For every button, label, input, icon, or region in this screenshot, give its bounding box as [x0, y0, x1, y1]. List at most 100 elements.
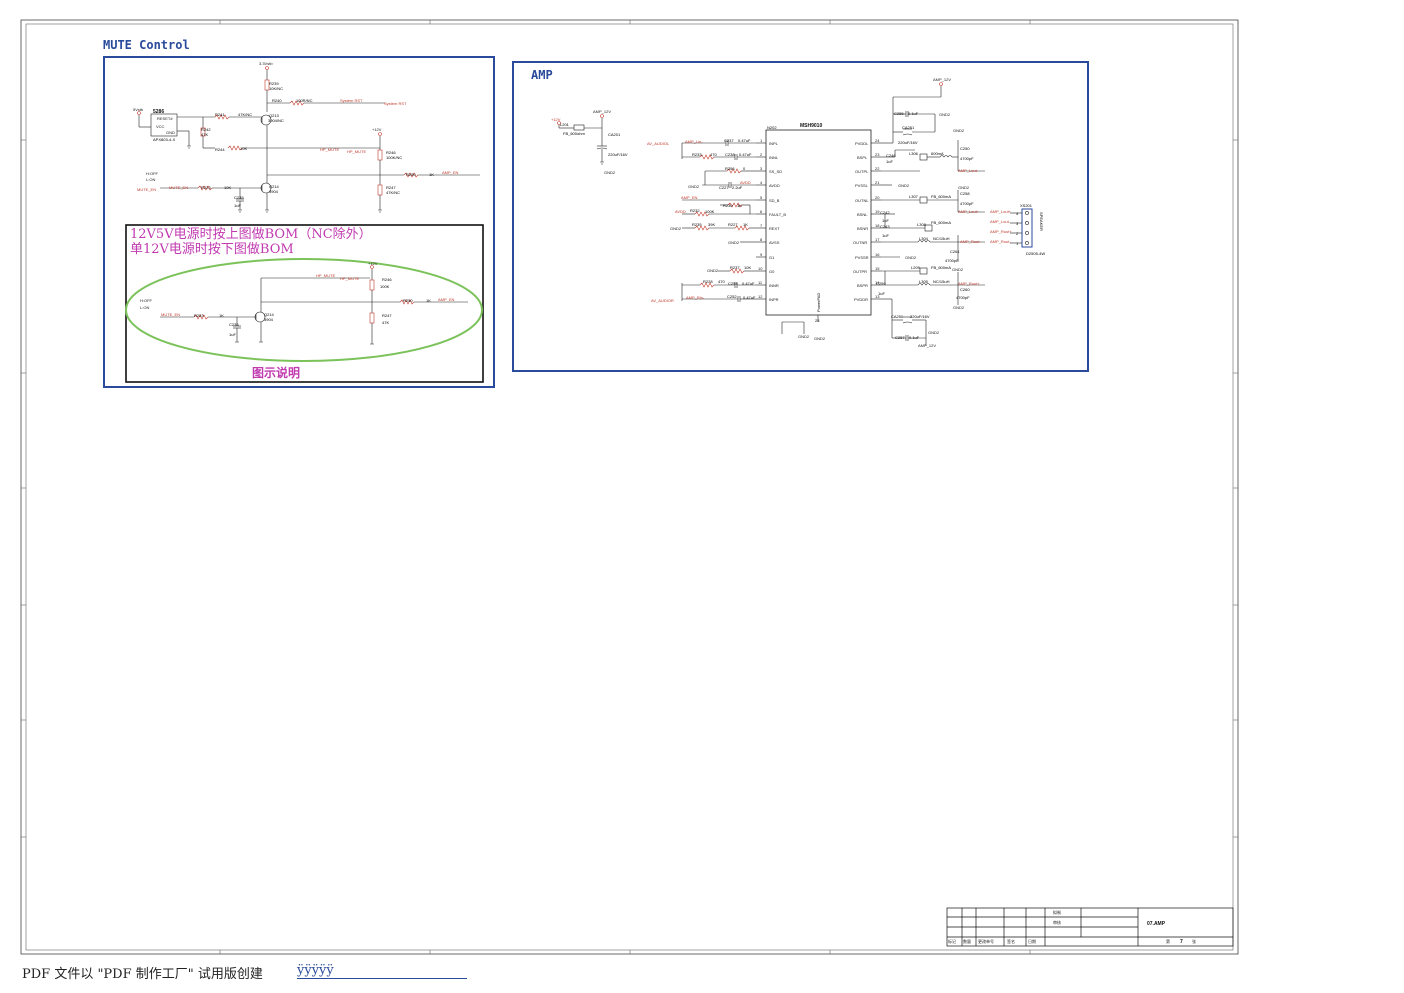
svg-text:19: 19: [875, 209, 880, 214]
svg-text:1uF: 1uF: [882, 218, 889, 223]
svg-text:L307: L307: [909, 194, 919, 199]
amp-power-labels: +12V L201 FB_600ohm AMP_12V CA201 220uF/…: [551, 109, 628, 175]
svg-text:GND2: GND2: [814, 336, 826, 341]
svg-text:GND2: GND2: [953, 305, 965, 310]
svg-text:100K: 100K: [705, 209, 715, 214]
svg-text:MUTE_EN: MUTE_EN: [137, 187, 156, 192]
svg-text:AMP_Rout+: AMP_Rout+: [958, 281, 980, 286]
svg-text:9: 9: [760, 252, 763, 257]
amp-right-wires: [881, 82, 1033, 346]
svg-text:GND2: GND2: [707, 268, 719, 273]
svg-text:10K: 10K: [224, 185, 231, 190]
svg-text:GND2: GND2: [670, 226, 682, 231]
svg-text:D2505-4W: D2505-4W: [1026, 251, 1045, 256]
svg-text:HP_MUTE: HP_MUTE: [320, 147, 339, 152]
svg-text:H:OFF: H:OFF: [140, 298, 153, 303]
svg-text:1K: 1K: [737, 203, 742, 208]
svg-text:0.1uF: 0.1uF: [908, 111, 919, 116]
svg-text:AMP_Lout+: AMP_Lout+: [990, 209, 1012, 214]
svg-text:FAULT_B: FAULT_B: [769, 212, 786, 217]
svg-text:16: 16: [875, 252, 880, 257]
svg-text:R242: R242: [201, 127, 211, 132]
svg-text:470: 470: [718, 279, 725, 284]
pdf-footer-link[interactable]: ÿÿÿÿÿ: [297, 963, 467, 979]
amp-left-labels: AV_AUDIOL AMP_Lin- C237 0.47uF R233 470 …: [647, 138, 826, 341]
svg-text:数量: 数量: [963, 938, 971, 944]
svg-text:C237: C237: [724, 138, 734, 143]
svg-text:2: 2: [760, 152, 763, 157]
svg-text:C255: C255: [894, 111, 904, 116]
amp-chip-name: MSH9010: [800, 123, 822, 129]
bom-note-caption: 图示说明: [252, 365, 300, 380]
bom-note-line1: 12V5V电源时按上图做BOM（NC除外）: [130, 227, 372, 242]
svg-text:3904: 3904: [264, 317, 274, 322]
svg-text:C257: C257: [895, 335, 905, 340]
svg-text:L:ON: L:ON: [146, 177, 155, 182]
svg-text:C259: C259: [876, 281, 886, 286]
svg-text:R247: R247: [386, 185, 396, 190]
svg-text:C246: C246: [886, 153, 896, 158]
svg-text:AMP_Lout+: AMP_Lout+: [958, 209, 980, 214]
svg-text:220uF/16V: 220uF/16V: [898, 140, 918, 145]
svg-text:22: 22: [875, 166, 880, 171]
svg-text:GND2: GND2: [905, 255, 917, 260]
sheet-title: 07.AMP: [1147, 921, 1166, 927]
svg-text:INPR: INPR: [769, 297, 779, 302]
svg-text:C243: C243: [880, 224, 890, 229]
svg-text:HP_MUTE: HP_MUTE: [347, 149, 366, 154]
svg-text:10K/NC: 10K/NC: [269, 86, 283, 91]
svg-text:3904: 3904: [269, 189, 279, 194]
svg-text:+12V: +12V: [372, 127, 382, 132]
svg-text:R233: R233: [692, 152, 702, 157]
svg-text:GND2: GND2: [604, 170, 616, 175]
highlight-ellipse: [125, 258, 483, 362]
svg-text:R250: R250: [403, 298, 413, 303]
svg-text:R246: R246: [386, 150, 396, 155]
svg-text:AMP_Lout-: AMP_Lout-: [958, 168, 979, 173]
svg-text:PVDDR: PVDDR: [854, 297, 868, 302]
svg-text:R228: R228: [703, 279, 713, 284]
svg-text:FB_600mA: FB_600mA: [931, 265, 951, 270]
svg-text:INNL: INNL: [769, 155, 779, 160]
svg-text:4700pF: 4700pF: [956, 295, 970, 300]
svg-text:BSPL: BSPL: [857, 155, 868, 160]
svg-text:13: 13: [875, 294, 880, 299]
svg-text:C254: C254: [728, 281, 738, 286]
svg-text:SS_SD: SS_SD: [769, 169, 782, 174]
svg-text:XS201: XS201: [1020, 203, 1033, 208]
svg-text:AV_AUDIOL: AV_AUDIOL: [647, 141, 670, 146]
svg-text:39K: 39K: [708, 222, 715, 227]
amp-right-pin-names: PVDDL BSPL OUTPL PVSSL OUTNL BSNL BSNR O…: [853, 138, 880, 302]
svg-text:R237: R237: [730, 265, 740, 270]
svg-text:AMP_12V: AMP_12V: [933, 77, 951, 82]
svg-text:1uF: 1uF: [878, 291, 885, 296]
svg-text:7: 7: [760, 223, 763, 228]
svg-text:AMP_Rout-: AMP_Rout-: [960, 239, 981, 244]
amp-section-frame: [512, 61, 1089, 372]
svg-text:AMP_12V: AMP_12V: [593, 109, 611, 114]
svg-text:L201: L201: [560, 122, 570, 127]
svg-text:1K: 1K: [743, 222, 748, 227]
svg-text:4700pF: 4700pF: [960, 201, 974, 206]
svg-text:签名: 签名: [1007, 938, 1015, 944]
svg-text:L209: L209: [911, 265, 921, 270]
svg-text:AV_AUDIOR: AV_AUDIOR: [651, 298, 674, 303]
svg-text:AMP_Rout-: AMP_Rout-: [990, 239, 1011, 244]
svg-text:3904/NC: 3904/NC: [268, 118, 284, 123]
svg-text:C252: C252: [727, 294, 737, 299]
svg-text:R223: R223: [201, 185, 211, 190]
svg-text:AVDD: AVDD: [769, 183, 780, 188]
svg-text:SPEAKER: SPEAKER: [1039, 212, 1044, 231]
svg-text:NC/15uH: NC/15uH: [933, 236, 950, 241]
mute-section-frame: [103, 56, 495, 388]
svg-text:GND2: GND2: [798, 334, 810, 339]
svg-text:Q214: Q214: [264, 312, 275, 317]
amp-chip-pad-num: 25: [815, 318, 820, 323]
svg-text:R256: R256: [725, 166, 735, 171]
svg-text:C227: C227: [719, 185, 729, 190]
svg-text:AMP_Lout-: AMP_Lout-: [990, 219, 1011, 224]
svg-text:2: 2: [1016, 231, 1019, 236]
svg-text:OUTPR: OUTPR: [853, 269, 867, 274]
svg-text:FB_600mA: FB_600mA: [931, 194, 951, 199]
svg-text:24: 24: [875, 138, 880, 143]
